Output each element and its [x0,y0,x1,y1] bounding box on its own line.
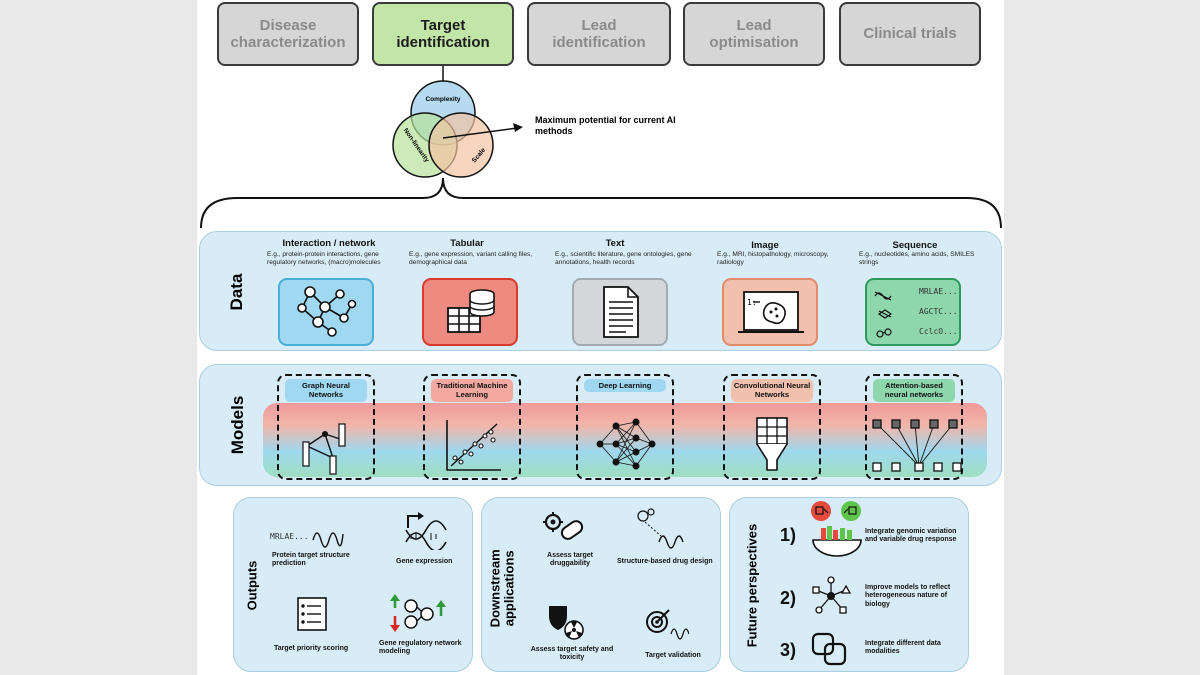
model-label: Traditional Machine Learning [431,379,513,402]
model-deep-learning-box: Deep Learning [576,374,674,480]
output-item: Target priority scoring [274,645,349,652]
future-item-text: Integrate different data modalities [865,640,941,656]
venn-complexity-label: Complexity [425,96,461,103]
network-data-box [278,278,374,346]
downstream-item: Assess target druggability [547,552,593,568]
data-section-label: Data [227,273,246,311]
graph-network-icon [302,423,346,475]
output-item: Gene regulatory network modeling [379,640,462,656]
data-type-title: Text [605,238,625,249]
model-label: Attention-based neural networks [873,379,955,402]
model-label: Graph Neural Networks [285,379,367,402]
model-label: Deep Learning [584,379,666,393]
svg-text:1:: 1: [747,298,757,307]
drug-design-icon [637,508,684,549]
sequence-data-box: MRLAE... AGCTC... CclcO... [865,278,961,346]
population-response-icon [811,501,862,557]
stage-clinical-trials: Clinical trials [839,2,981,66]
safety-toxicity-icon [549,606,584,640]
text-data-box [572,278,668,346]
protein-helix-icon [312,532,344,548]
stage-lead-optimisation: Lead optimisation [683,2,825,66]
future-number: 3) [780,640,797,660]
priority-checklist-icon [297,597,327,631]
data-type-desc: E.g., protein-protein interactions, gene… [267,251,381,266]
future-number: 1) [780,525,797,545]
stage-label: Disease characterization [230,16,346,51]
neural-network-icon [596,418,656,470]
convolution-funnel-icon [756,417,788,471]
data-type-title: Image [751,240,779,251]
image-data-box: 1: [722,278,818,346]
brace [200,177,1002,229]
dna-expression-icon [405,512,447,550]
gene-network-icon [390,594,446,632]
target-validation-icon [646,609,689,640]
data-type-desc: E.g., MRI, histopathology, microscopy, r… [717,251,829,266]
data-type-title: Interaction / network [282,238,376,249]
stage-disease-characterization: Disease characterization [217,2,359,66]
data-modalities-icon [811,632,847,666]
sequence-molecule-icons [874,291,893,338]
future-panel [729,497,969,672]
model-cnn-box: Convolutional Neural Networks [723,374,821,480]
future-label: Future perspectives [744,523,760,648]
protein-sequence-text: MRLAE... [270,532,309,541]
downstream-item: Structure-based drug design [617,558,713,565]
output-item: Protein target structure prediction [272,552,350,568]
models-section-label: Models [228,395,247,455]
data-type-desc: E.g., nucleotides, amino acids, SMILES s… [859,251,975,266]
stage-label: Lead optimisation [709,16,799,51]
model-label: Convolutional Neural Networks [731,379,813,402]
outputs-label: Outputs [244,560,260,611]
data-type-desc: E.g., scientific literature, gene ontolo… [555,251,692,266]
downstream-item: Target validation [645,652,701,659]
downstream-label: Downstream applications [487,549,517,628]
venn-scale-circle [428,112,494,178]
model-attention-box: Attention-based neural networks [865,374,963,480]
sequence-text: CclcO... [919,327,958,336]
network-icon [297,286,357,337]
heterogeneous-network-icon [812,576,851,614]
future-number: 2) [780,588,797,608]
data-type-title: Sequence [892,240,938,251]
document-icon [603,286,639,338]
stage-label: Clinical trials [863,25,957,43]
data-type-title: Tabular [450,238,484,249]
downstream-item: Assess target safety and toxicity [530,646,614,662]
sequence-text: AGCTC... [919,307,958,316]
venn-diagram [200,66,1002,229]
druggability-pill-icon [543,512,584,540]
stage-target-identification: Target identification [372,2,514,66]
scatter-regression-icon [446,420,501,471]
stage-label: Lead identification [552,16,646,51]
model-traditional-ml-box: Traditional Machine Learning [423,374,521,480]
table-database-icon [447,289,495,333]
data-type-desc: E.g., gene expression, variant calling f… [409,251,533,266]
microscopy-image-icon: 1: [738,291,804,333]
figure-canvas: Disease characterization Target identifi… [197,0,1004,675]
stage-label: Target identification [396,16,490,51]
future-item-text: Improve models to reflect heterogeneous … [865,584,951,608]
future-item-text: Integrate genomic variation and variable… [865,528,957,544]
tabular-data-box [422,278,518,346]
output-item: Gene expression [396,558,453,565]
sequence-text: MRLAE... [919,287,958,296]
downstream-panel [481,497,721,672]
model-gnn-box: Graph Neural Networks [277,374,375,480]
stage-lead-identification: Lead identification [527,2,671,66]
attention-icon [872,419,962,472]
venn-callout: Maximum potential for current AI methods [535,115,676,137]
outputs-panel [233,497,473,672]
